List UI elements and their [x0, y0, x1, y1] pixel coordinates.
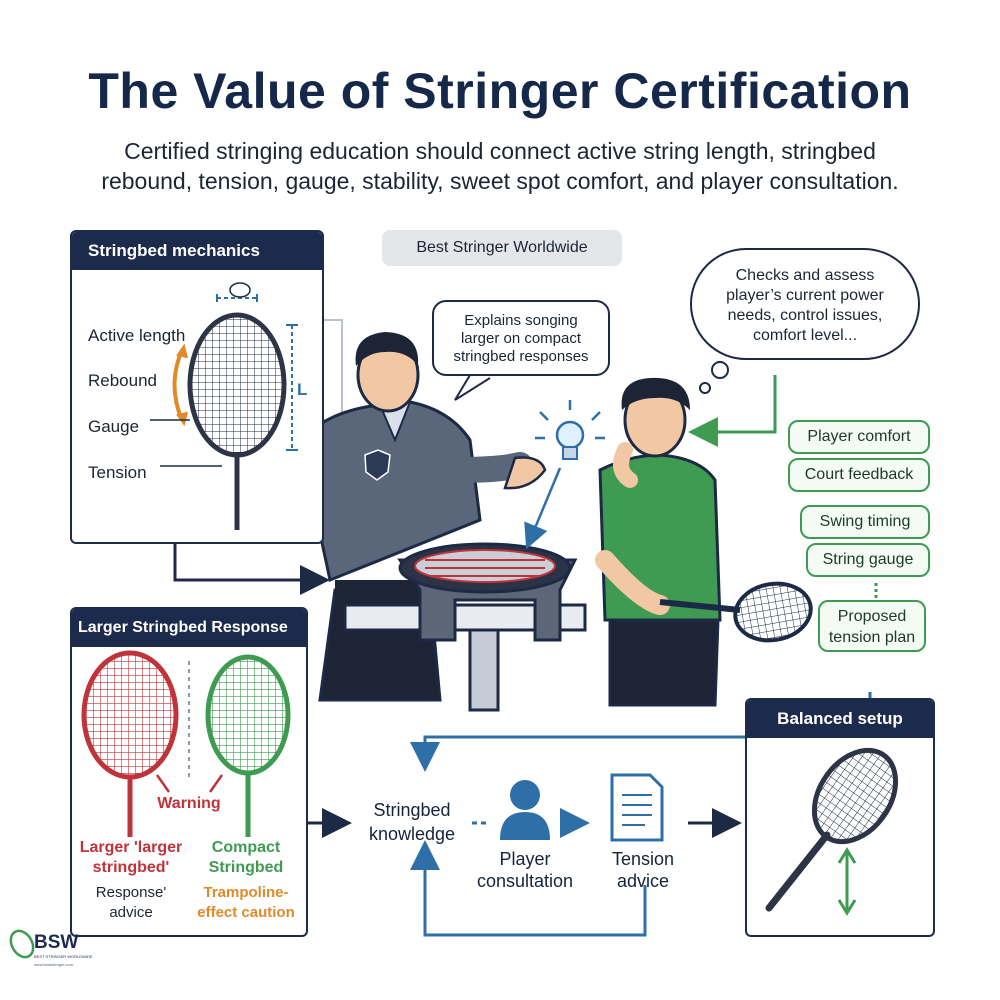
larger-stringbed-label: Larger 'larger stringbed': [76, 838, 186, 878]
logo-url: www.beststringer.com: [34, 962, 73, 967]
lightbulb-icon: [524, 400, 605, 550]
speech-line: stringbed responses: [453, 348, 589, 365]
advice-line-2: advice: [616, 871, 670, 891]
thought-dot-1: [711, 361, 729, 379]
speech-bubble: Explains songing larger on compact strin…: [432, 300, 610, 376]
flow-player-consultation: Player consultation: [462, 848, 588, 892]
stringing-machine: [343, 542, 587, 712]
knowledge-line-2: knowledge: [368, 824, 456, 844]
caution-line-2: effect caution: [197, 904, 295, 921]
logo-tagline: BEST STRINGER WORLDWIDE: [34, 954, 93, 959]
larger-line-1: Larger 'larger: [79, 839, 183, 856]
warning-label: Warning: [157, 795, 221, 812]
compact-stringbed-label: Compact Stringbed: [190, 838, 302, 878]
consultation-line-1: Player: [499, 849, 551, 869]
advice-line-1: Tension: [611, 849, 675, 869]
compact-line-2: Stringbed: [208, 859, 284, 876]
stringbed-mechanics-panel: Stringbed mechanics Active length Reboun…: [70, 230, 324, 544]
flow-tension-advice: Tension advice: [590, 848, 696, 892]
person-icon: [500, 780, 550, 840]
balanced-setup-panel: Balanced setup: [745, 698, 935, 937]
page-subtitle: Certified stringing education should con…: [40, 136, 960, 196]
panel-title: Balanced setup: [747, 700, 933, 738]
comparison-rackets: [81, 650, 291, 837]
feedback-loop-bottom: [410, 840, 647, 937]
label-gauge: Gauge: [88, 417, 140, 436]
compact-line-1: Compact: [211, 839, 281, 856]
pill-proposed-tension-plan: Proposed tension plan: [818, 600, 926, 652]
label-active-length: Active length: [88, 326, 186, 345]
subtitle-line-1: Certified stringing education should con…: [124, 138, 876, 164]
flow-stringbed-knowledge: Stringbed knowledge: [352, 798, 472, 846]
pill-string-gauge: String gauge: [806, 543, 930, 577]
stringer-figure: [298, 332, 547, 702]
response-advice-label: Response' advice: [76, 883, 186, 923]
plan-line-2: tension plan: [828, 629, 916, 646]
consultation-line-2: consultation: [476, 871, 574, 891]
plan-line-1: Proposed: [837, 608, 907, 625]
thought-connector: [688, 375, 777, 447]
pill-player-comfort: Player comfort: [788, 420, 930, 454]
knowledge-line-1: Stringbed: [373, 800, 451, 820]
label-rebound: Rebound: [88, 371, 158, 390]
mechanics-connector: [173, 542, 330, 595]
player-figure: [595, 377, 813, 707]
caution-line-1: Trampoline-: [203, 884, 289, 901]
response-line-1: Response': [95, 884, 167, 901]
thought-line: needs, control issues,: [727, 307, 883, 324]
thought-line: player’s current power: [726, 287, 884, 304]
trampoline-caution-label: Trampoline- effect caution: [190, 883, 302, 923]
thought-line: comfort level...: [752, 327, 858, 344]
speech-line: larger on compact: [460, 330, 582, 347]
response-line-2: advice: [109, 904, 153, 921]
logo-mark: [9, 929, 35, 959]
thought-bubble: Checks and assess player’s current power…: [690, 248, 920, 360]
label-tension: Tension: [88, 463, 147, 482]
larger-line-2: stringbed': [92, 859, 170, 876]
speech-line: Explains songing: [464, 312, 578, 329]
speech-bubble-tail: [454, 374, 491, 401]
balanced-racket-diagram: [765, 747, 899, 916]
subtitle-line-2: rebound, tension, gauge, stability, swee…: [101, 168, 899, 194]
logo-text: BSW: [34, 932, 79, 953]
document-icon: [610, 773, 664, 842]
panel-title: Larger Stringbed Response: [72, 609, 306, 647]
pill-swing-timing: Swing timing: [800, 505, 930, 539]
thought-dot-2: [699, 382, 711, 394]
stringbed-response-panel: Larger Stringbed Response Warning Larger…: [70, 607, 308, 937]
label-length-l: L: [297, 380, 308, 399]
racket-diagram: [150, 282, 298, 530]
stringer-badge: Best Stringer Worldwide: [382, 230, 622, 266]
panel-title: Stringbed mechanics: [72, 232, 322, 270]
page-title: The Value of Stringer Certification: [88, 63, 912, 119]
pill-court-feedback: Court feedback: [788, 458, 930, 492]
thought-line: Checks and assess: [735, 267, 875, 284]
panel-bracket: [322, 319, 343, 430]
